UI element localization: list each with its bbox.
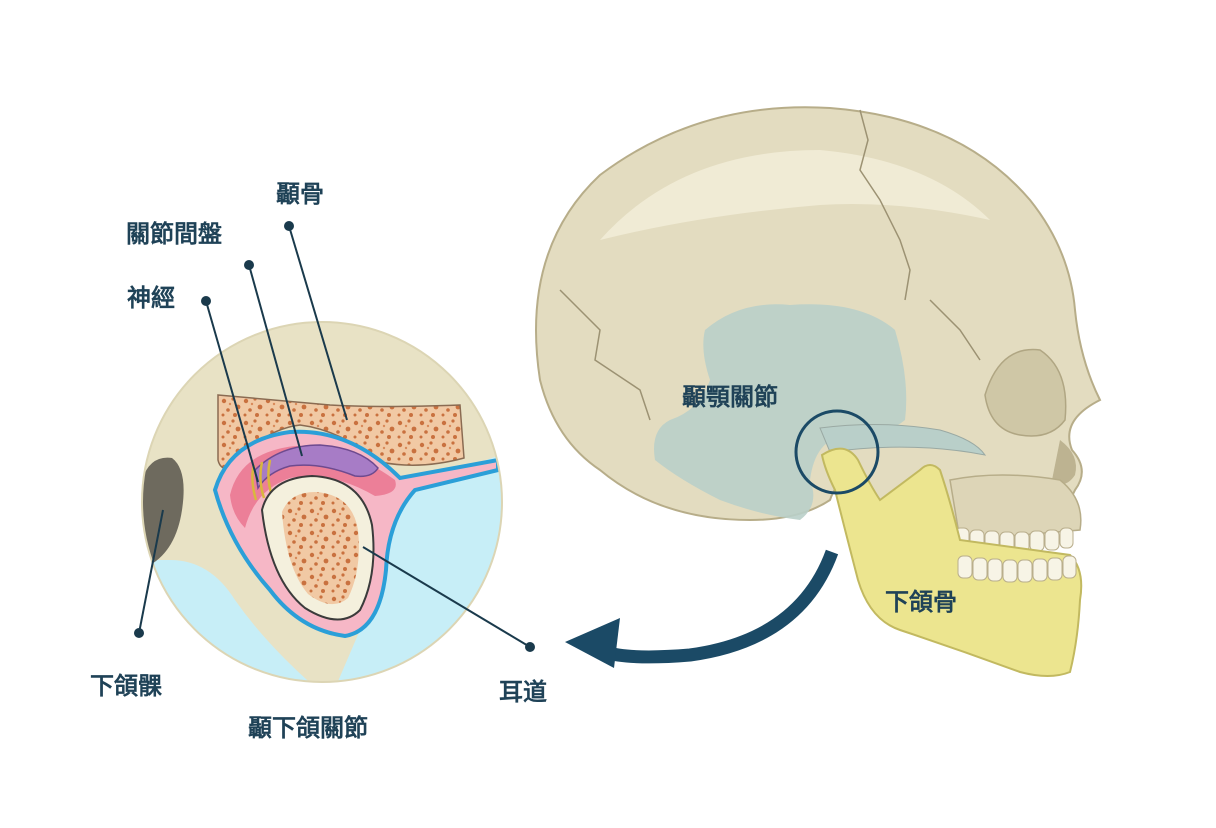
leader-dot-nerve bbox=[201, 296, 211, 306]
label-ear-canal: 耳道 bbox=[499, 678, 547, 706]
label-tmj-title: 顳下頜關節 bbox=[248, 714, 368, 742]
leader-dot-ear-canal bbox=[525, 642, 535, 652]
label-nerve: 神經 bbox=[127, 284, 175, 312]
label-temporal-bone: 顳骨 bbox=[276, 180, 324, 208]
label-mandibular-condyle: 下頜髁 bbox=[90, 672, 163, 700]
label-articular-disc: 關節間盤 bbox=[126, 220, 223, 248]
label-mandible: 下頜骨 bbox=[885, 588, 957, 616]
leader-dot-articular-disc bbox=[244, 260, 254, 270]
leader-dot-mandibular-condyle bbox=[134, 628, 144, 638]
label-tmj-on-skull: 顳顎關節 bbox=[682, 383, 778, 411]
curved-arrow bbox=[565, 552, 832, 668]
tmj-inset bbox=[140, 322, 520, 700]
leader-dot-temporal-bone bbox=[284, 221, 294, 231]
